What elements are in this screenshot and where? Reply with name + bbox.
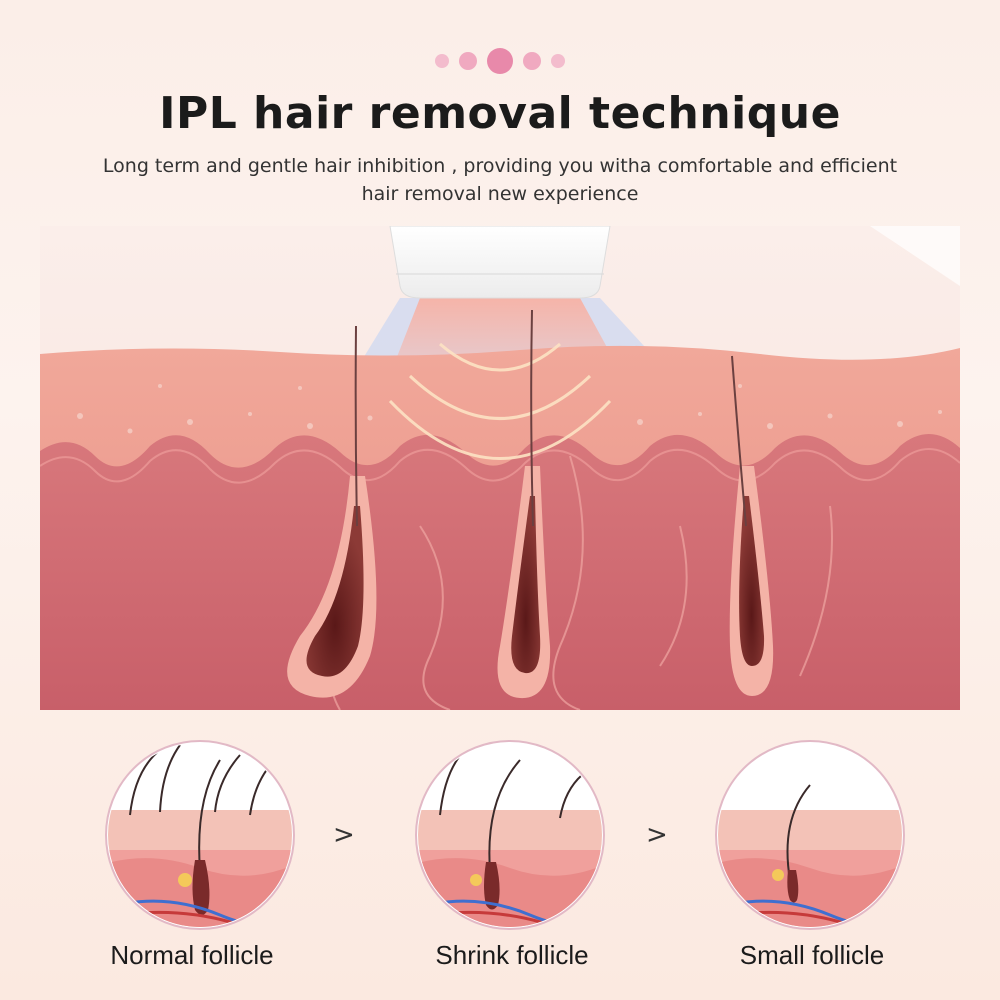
hair-follicle-left: [287, 325, 377, 698]
stage-shrink-follicle-image: [415, 740, 605, 930]
page-subtitle: Long term and gentle hair inhibition , p…: [80, 152, 920, 208]
ipl-device-head: [389, 226, 611, 299]
page-indicator-dots: [0, 48, 1000, 74]
dot: [459, 52, 477, 70]
stage-label-normal: Normal follicle: [110, 940, 274, 970]
dot: [435, 54, 449, 68]
dot: [551, 54, 565, 68]
page-title: IPL hair removal technique: [159, 88, 841, 139]
stage-label-small: Small follicle: [739, 940, 885, 970]
subtitle-line-2: hair removal new experience: [361, 183, 639, 205]
hair-follicle-right: [729, 355, 774, 696]
skin-cross-section-illustration: [40, 226, 960, 710]
follicle-stages: > >: [0, 740, 1000, 1000]
stage-small-follicle-image: [715, 740, 905, 930]
stage-arrow-2: >: [646, 820, 668, 850]
light-glare: [870, 226, 960, 286]
stage-label-shrink: Shrink follicle: [435, 940, 589, 970]
stage-normal-follicle-image: [105, 740, 295, 930]
hair-follicle-center: [497, 309, 551, 699]
dot-active: [487, 48, 513, 74]
skin-texture-dots: [77, 384, 942, 434]
stage-arrow-1: >: [333, 820, 355, 850]
subtitle-line-1: Long term and gentle hair inhibition , p…: [102, 155, 898, 177]
dot: [523, 52, 541, 70]
light-waves: [388, 342, 612, 460]
dermis-boundary: [40, 448, 960, 484]
